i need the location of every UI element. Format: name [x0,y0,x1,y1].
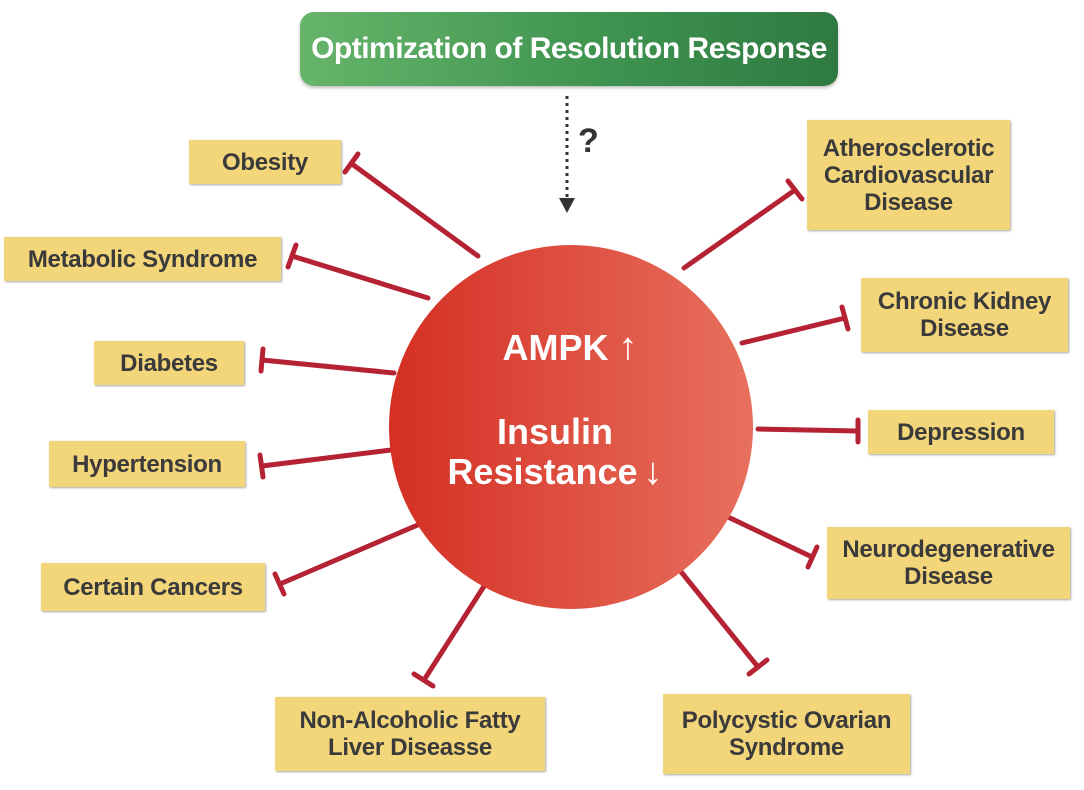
inhibit-line-diabetes [259,357,397,376]
inhibit-line-certain-cancers [277,521,423,587]
box-hypertension: Hypertension [49,441,245,487]
box-ascvd: Atherosclerotic Cardiovascular Disease [807,120,1010,230]
dotted-arrow-head [559,198,575,213]
inhibit-bar-ascvd [785,178,805,202]
inhibit-bar-nafld [411,671,436,689]
inhibit-line-nafld [421,577,491,683]
box-nafld: Non-Alcoholic Fatty Liver Diseasse [275,697,545,771]
inhibit-bar-metabolic-syndrome [285,242,299,270]
inhibit-bar-obesity [342,151,361,175]
inhibit-bar-neurodegenerative [805,544,820,570]
inhibit-bar-certain-cancers [272,571,287,597]
insulin-resistance-label: Insulin Resistance ↓ [430,411,680,493]
inhibit-line-metabolic-syndrome [289,253,431,301]
ampk-label-row: AMPK ↑ [470,326,670,369]
inhibit-line-obesity [349,161,481,259]
inhibit-bar-ckd [839,304,851,332]
box-ckd: Chronic Kidney Disease [861,278,1068,352]
insulin-line: Insulin [497,411,613,452]
inhibit-line-depression [755,426,861,434]
box-neurodegenerative: Neurodegenerative Disease [827,527,1070,599]
resistance-line: Resistance ↓ [430,451,680,493]
inhibit-line-ascvd [681,187,798,271]
ampk-label: AMPK [502,326,609,368]
box-depression: Depression [868,410,1054,454]
box-obesity: Obesity [189,140,341,184]
inhibit-line-pcos [675,565,761,670]
box-pcos: Polycystic Ovarian Syndrome [663,694,910,774]
box-metabolic-syndrome: Metabolic Syndrome [4,237,281,281]
up-arrow-icon: ↑ [618,326,638,368]
inhibit-bar-pcos [746,657,770,677]
box-diabetes: Diabetes [94,341,244,385]
inhibit-line-neurodegenerative [725,514,815,560]
down-arrow-icon: ↓ [643,451,663,493]
inhibit-bar-diabetes [258,346,266,374]
inhibit-line-hypertension [259,447,394,469]
box-certain-cancers: Certain Cancers [41,563,265,611]
inhibit-line-ckd [739,315,848,346]
resistance-text: Resistance [447,451,638,492]
question-mark: ? [578,122,599,160]
inhibit-bar-hypertension [257,452,266,480]
center-circle [389,245,753,609]
resolution-response-banner: Optimization of Resolution Response [300,12,838,86]
